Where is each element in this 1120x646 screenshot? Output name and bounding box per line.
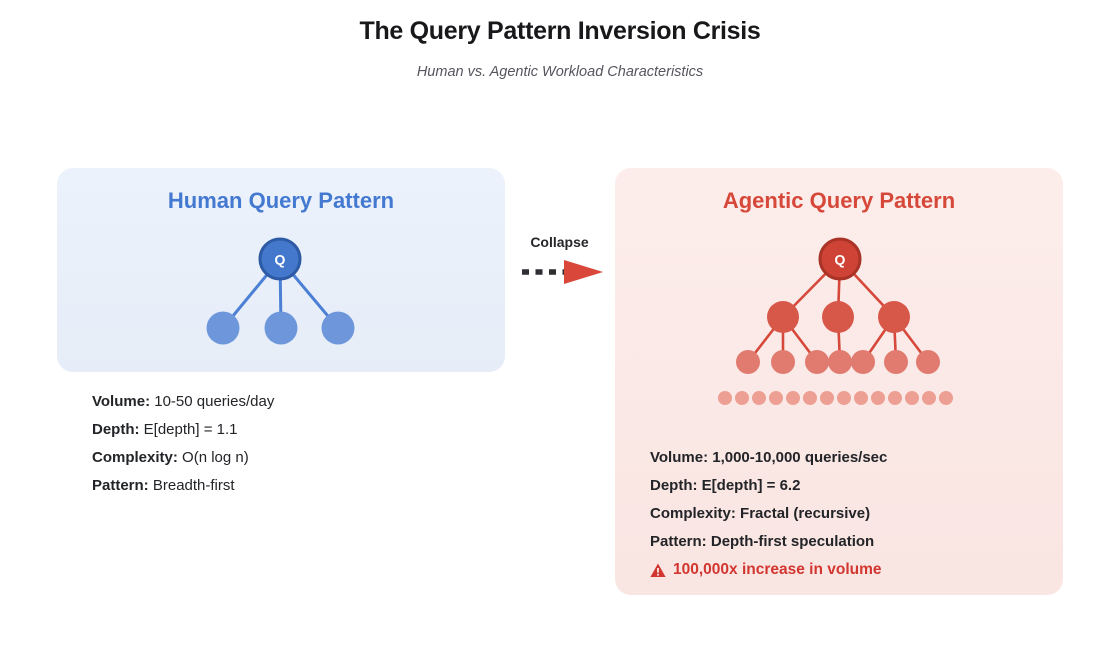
agentic-overflow-dots: [718, 391, 953, 405]
stat-row: Complexity: O(n log n): [92, 444, 452, 472]
stat-label: Complexity:: [92, 449, 178, 466]
stat-label: Volume:: [92, 393, 151, 410]
stat-label: Pattern:: [650, 533, 707, 550]
human-root-node: [258, 237, 302, 281]
stat-row: Complexity: Fractal (recursive): [650, 500, 1040, 528]
human-panel-title: Human Query Pattern: [167, 188, 395, 213]
tree-node: [767, 301, 799, 333]
agentic-level3-nodes: [736, 350, 940, 374]
warning-triangle-icon: [650, 563, 666, 577]
page-title: The Query Pattern Inversion Crisis: [359, 17, 761, 45]
tree-node: [884, 350, 908, 374]
tree-node: [822, 301, 854, 333]
stat-value: O(n log n): [182, 449, 249, 466]
human-query-panel: Human Query Pattern Q: [57, 168, 505, 372]
volume-warning: 100,000x increase in volume: [650, 556, 1040, 584]
stat-value: 1,000-10,000 queries/sec: [712, 449, 888, 466]
warning-text: 100,000x increase in volume: [673, 561, 882, 578]
tree-node: [805, 350, 829, 374]
agentic-query-tree: Q: [718, 237, 953, 405]
stat-label: Depth:: [650, 477, 698, 494]
tree-node: [878, 301, 910, 333]
agentic-panel-title: Agentic Query Pattern: [722, 188, 956, 213]
agentic-root-node: [818, 237, 862, 281]
collapse-label: Collapse: [530, 234, 589, 250]
tree-node: [736, 350, 760, 374]
stat-row: Volume: 1,000-10,000 queries/sec: [650, 444, 1040, 472]
stat-label: Depth:: [92, 421, 140, 438]
tree-node: [916, 350, 940, 374]
agentic-stats: Volume: 1,000-10,000 queries/sec Depth: …: [650, 444, 1040, 584]
tree-node: [771, 350, 795, 374]
human-query-tree: Q: [206, 237, 355, 345]
stat-row: Pattern: Depth-first speculation: [650, 528, 1040, 556]
tree-node: [828, 350, 852, 374]
collapse-arrow-icon: [522, 260, 603, 284]
stat-value: Depth-first speculation: [710, 533, 875, 550]
stat-row: Pattern: Breadth-first: [92, 472, 452, 500]
stat-label: Volume:: [650, 449, 709, 466]
stat-value: 10-50 queries/day: [154, 393, 275, 410]
stat-value: Breadth-first: [152, 477, 235, 494]
human-child-node: [206, 311, 240, 345]
stat-value: E[depth] = 1.1: [143, 421, 238, 438]
human-stats: Volume: 10-50 queries/day Depth: E[depth…: [92, 388, 452, 500]
page-subtitle: Human vs. Agentic Workload Characteristi…: [416, 64, 704, 80]
collapse-connector: Collapse: [512, 234, 607, 291]
stat-label: Complexity:: [650, 505, 736, 522]
stat-row: Depth: E[depth] = 1.1: [92, 416, 452, 444]
tree-node: [851, 350, 875, 374]
stat-label: Pattern:: [92, 477, 149, 494]
human-child-node: [321, 311, 355, 345]
stat-value: E[depth] = 6.2: [701, 477, 801, 494]
agentic-level2-nodes: [767, 301, 910, 333]
human-child-node: [264, 311, 298, 345]
human-root-label: Q: [275, 252, 286, 268]
stat-row: Volume: 10-50 queries/day: [92, 388, 452, 416]
stat-row: Depth: E[depth] = 6.2: [650, 472, 1040, 500]
agentic-root-label: Q: [835, 252, 846, 268]
agentic-query-panel: Agentic Query Pattern: [615, 168, 1063, 595]
stat-value: Fractal (recursive): [740, 505, 871, 522]
